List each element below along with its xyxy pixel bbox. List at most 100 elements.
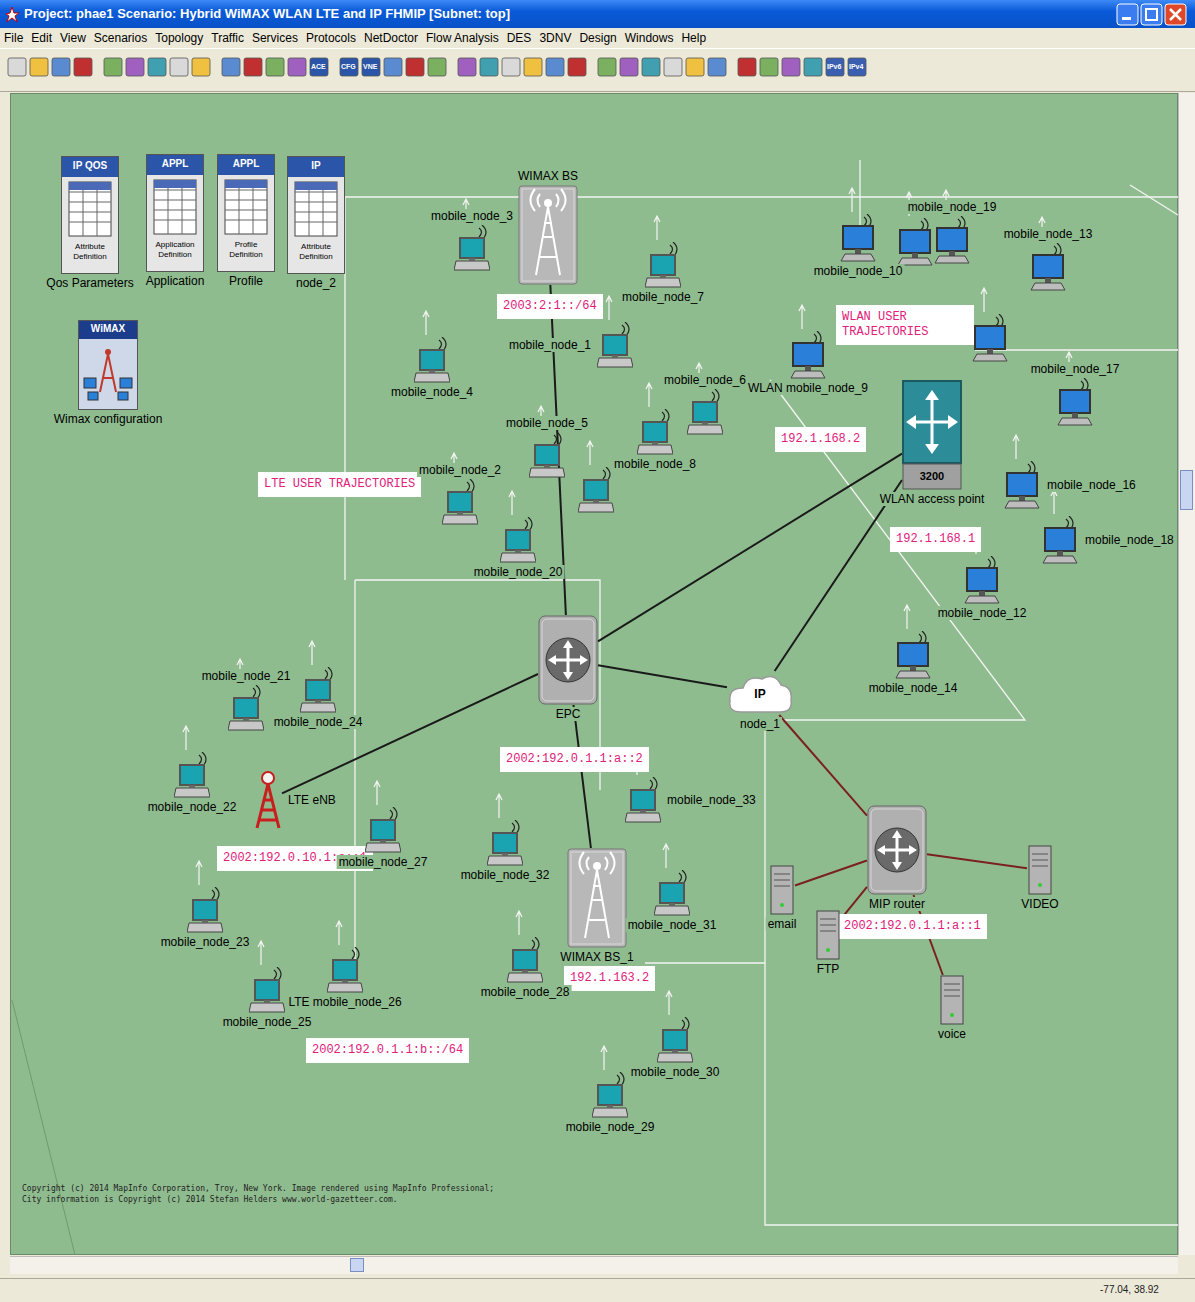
node-label: mobile_node_2 xyxy=(417,463,503,477)
rt-node: EPC xyxy=(538,615,598,705)
lap-icon xyxy=(645,242,681,288)
node-label: mobile_node_31 xyxy=(626,918,719,932)
mobile-node: mobile_node_18 xyxy=(1041,516,1079,564)
mobile-node: mobile_node_27 xyxy=(365,807,401,853)
toolbar-button xyxy=(502,58,520,76)
toolbar-icons xyxy=(0,48,1195,90)
address-label: LTE USER TRAJECTORIES xyxy=(258,472,421,497)
mobile-node: mobile_node_32 xyxy=(487,820,523,866)
node-label: mobile_node_5 xyxy=(504,416,590,430)
toolbar-button xyxy=(148,58,166,76)
mobile-node: mobile_node_1 xyxy=(597,322,633,368)
srv-icon xyxy=(769,865,795,915)
window-title: Project: phae1 Scenario: Hybrid WiMAX WL… xyxy=(24,6,510,21)
toolbar-button xyxy=(708,58,726,76)
node-label: WLAN mobile_node_9 xyxy=(746,381,870,395)
toolbar-button xyxy=(826,58,844,76)
node-label: mobile_node_32 xyxy=(459,868,552,882)
lap-icon xyxy=(657,1017,693,1063)
bs-node: WIMAX BS xyxy=(518,185,578,285)
menu-item: File xyxy=(4,31,23,45)
icon-text: IP xyxy=(287,160,345,172)
toolbar-text: ACE xyxy=(311,63,326,71)
toolbar-button xyxy=(384,58,402,76)
node-label: LTE mobile_node_26 xyxy=(286,995,403,1009)
trajectory-arrow xyxy=(654,216,660,240)
mobile-node: mobile_node_5 xyxy=(529,432,565,478)
node-label: mobile_node_21 xyxy=(200,669,293,683)
mobile-node: mobile_node_28 xyxy=(507,937,543,983)
menu-item: Windows xyxy=(625,31,674,45)
desk-icon xyxy=(963,556,1001,604)
rt-icon xyxy=(867,805,927,895)
toolbar-button xyxy=(804,58,822,76)
node-label: mobile_node_6 xyxy=(662,373,748,387)
toolbar-button xyxy=(126,58,144,76)
rt-icon xyxy=(538,615,598,705)
mobile-node: mobile_node_20 xyxy=(500,517,536,563)
lap-icon xyxy=(500,517,536,563)
node-label: mobile_node_12 xyxy=(936,606,1029,620)
node-label: VIDEO xyxy=(1019,897,1060,911)
network-link xyxy=(775,480,902,671)
node-label: mobile_node_25 xyxy=(221,1015,314,1029)
node-label: mobile_node_20 xyxy=(472,565,565,579)
bs-node: WIMAX BS_1 xyxy=(567,848,627,948)
mobile-node: mobile_node_12 xyxy=(963,556,1001,604)
unlabeled-device xyxy=(578,467,614,513)
address-label: 2002:192.0.1.1:a::2 xyxy=(500,747,649,772)
unlabeled-device xyxy=(971,314,1009,362)
address-label: 192.1.163.2 xyxy=(564,966,655,991)
mobile-node: mobile_node_31 xyxy=(654,870,690,916)
note-text: -77.04, 38.92 xyxy=(1100,1284,1159,1295)
trajectory-arrow xyxy=(183,726,189,750)
icon-text: Attribute Definition xyxy=(61,242,119,262)
node-label: Wimax configuration xyxy=(52,412,165,426)
lap-icon xyxy=(327,947,363,993)
trajectory-arrow xyxy=(1051,490,1057,514)
wcfg-node: WiMAXWimax configuration xyxy=(78,320,138,410)
node-label: mobile_node_7 xyxy=(620,290,706,304)
mobile-node: mobile_node_22 xyxy=(174,752,210,798)
toolbar-text: IPv6 xyxy=(827,63,841,71)
trajectory-arrow xyxy=(904,605,910,629)
node-label: FTP xyxy=(815,962,842,976)
toolbar-button xyxy=(664,58,682,76)
node-label: mobile_node_28 xyxy=(479,985,572,999)
menu-item: 3DNV xyxy=(539,31,571,45)
trajectory-arrow xyxy=(423,311,429,335)
cfg-node: IP QOSAttribute DefinitionQos Parameters xyxy=(61,156,119,274)
toolbar-button xyxy=(782,58,800,76)
node-label: WIMAX BS_1 xyxy=(558,950,635,964)
mobile-node: mobile_node_16 xyxy=(1003,461,1041,509)
node-label: mobile_node_16 xyxy=(1045,478,1138,492)
mobile-node: mobile_node_29 xyxy=(592,1072,628,1118)
network-link xyxy=(795,860,867,885)
toolbar-button xyxy=(74,58,92,76)
srv-node: FTP xyxy=(815,910,841,960)
node-label: node_1 xyxy=(738,717,782,731)
toolbar-button xyxy=(192,58,210,76)
address-label: 192.1.168.1 xyxy=(890,527,981,552)
trajectory-arrow xyxy=(496,794,502,818)
node-label: mobile_node_14 xyxy=(867,681,960,695)
menu-item: Topology xyxy=(155,31,203,45)
note-text: Copyright (c) 2014 MapInfo Corporation, … xyxy=(22,1184,494,1193)
network-link xyxy=(598,665,727,687)
toolbar-button xyxy=(30,58,48,76)
desk-icon xyxy=(1041,516,1079,564)
icon-text: IP xyxy=(727,687,793,701)
node-label: mobile_node_1 xyxy=(507,338,593,352)
unlabeled-device xyxy=(896,218,934,266)
mobile-node: mobile_node_3 xyxy=(454,225,490,271)
toolbar-text: IPv4 xyxy=(849,63,863,71)
mobile-node: mobile_node_6 xyxy=(687,389,723,435)
node-label: mobile_node_17 xyxy=(1029,362,1122,376)
lap-icon xyxy=(654,870,690,916)
trajectory-arrow xyxy=(516,911,522,935)
node-label: mobile_node_13 xyxy=(1002,227,1095,241)
desk-icon xyxy=(894,631,932,679)
node-label: mobile_node_24 xyxy=(272,715,365,729)
toolbar-button xyxy=(244,58,262,76)
